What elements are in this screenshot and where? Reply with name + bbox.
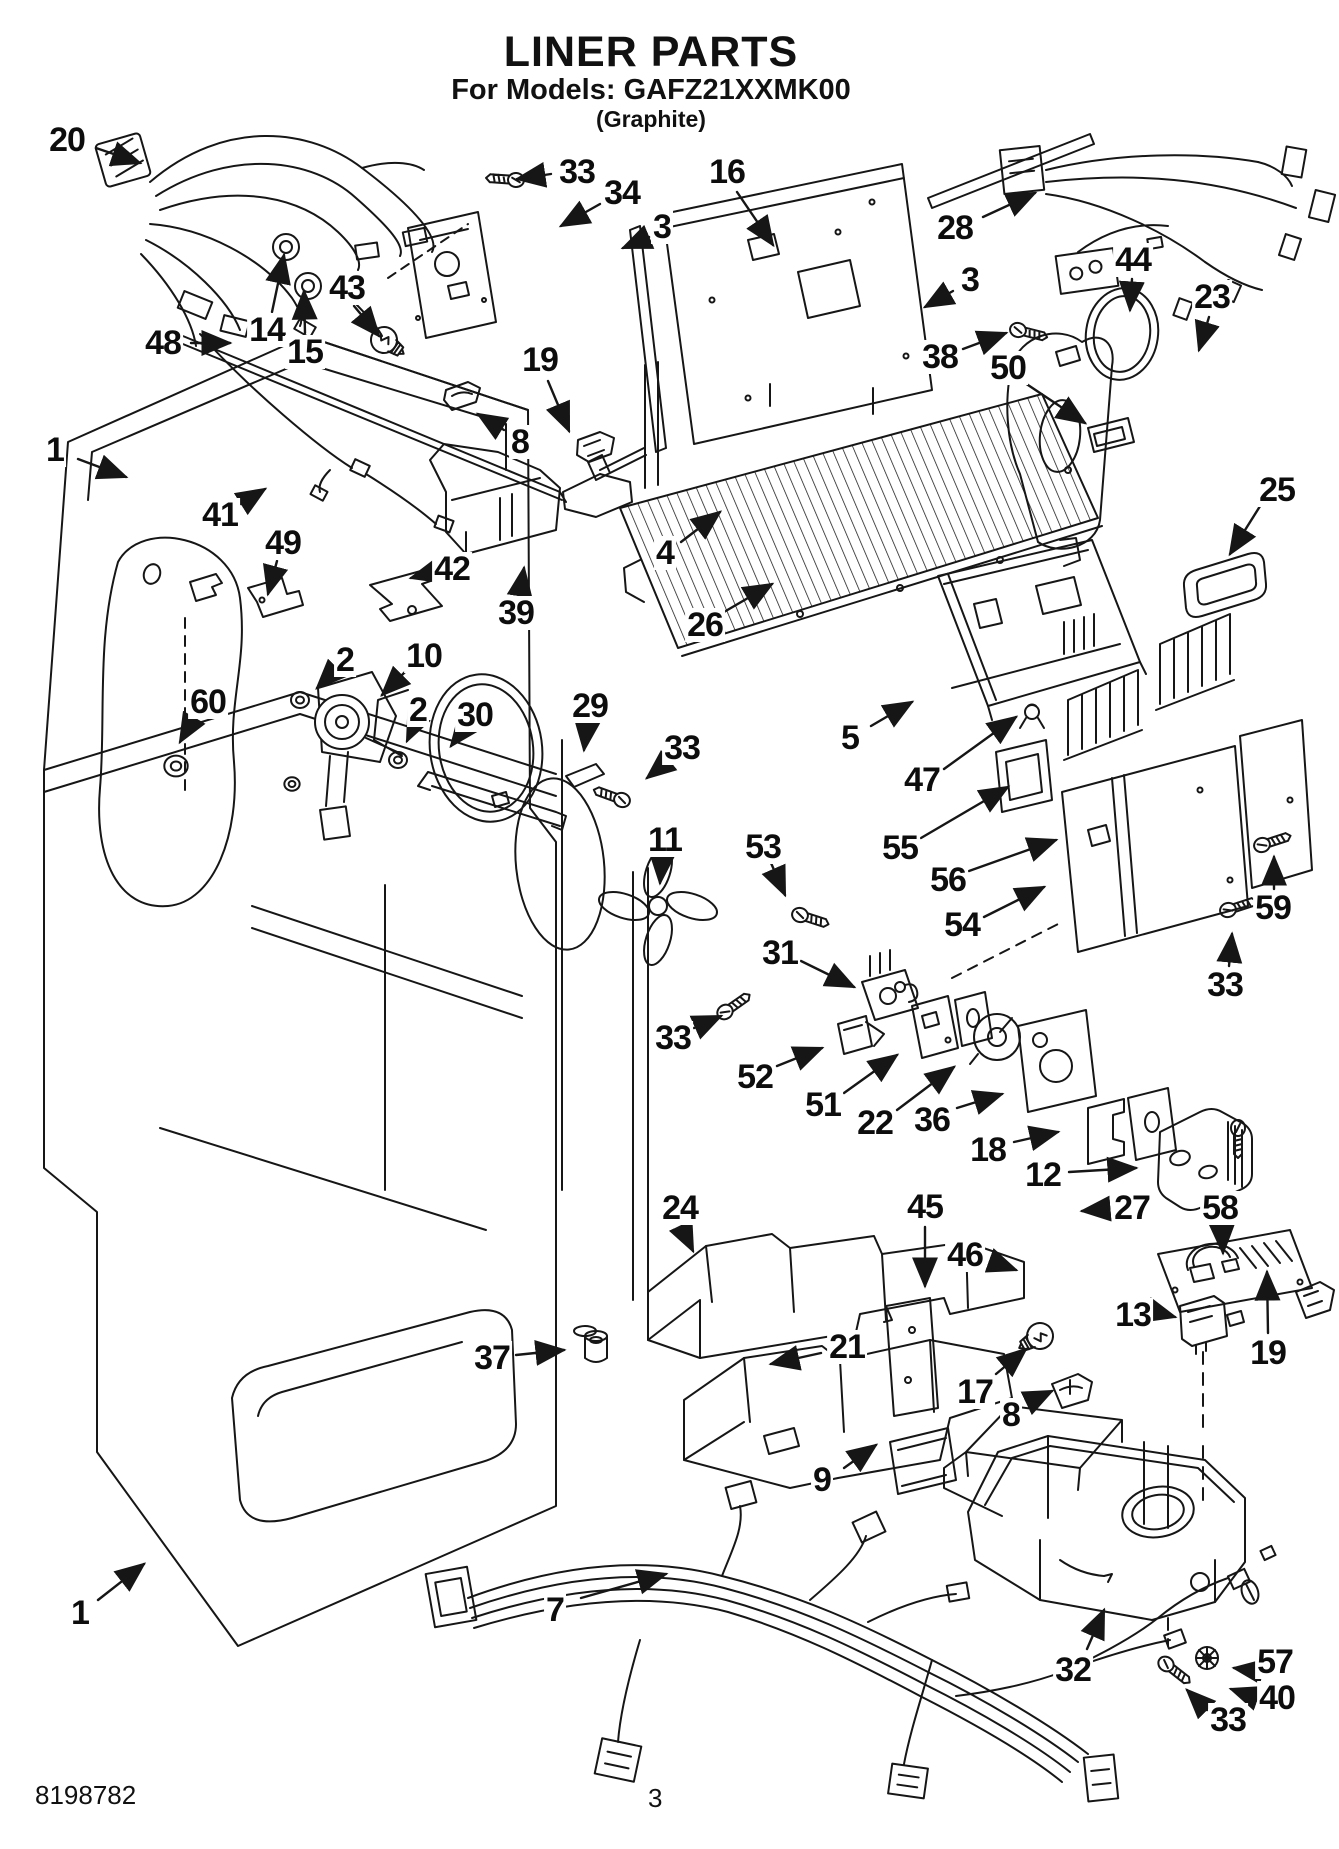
- leader-arrow-40: [1228, 1686, 1263, 1711]
- leader-arrow-42: [408, 558, 442, 584]
- leader-arrow-15: [291, 288, 318, 333]
- leader-arrow-58: [1208, 1223, 1235, 1256]
- top-right-harness-28: [1000, 146, 1335, 617]
- lamp-and-clips: [364, 169, 614, 462]
- leader-arrow-41: [233, 487, 268, 516]
- leader-arrow-7: [581, 1569, 669, 1598]
- leader-arrow-51: [844, 1053, 900, 1093]
- leader-arrow-26: [724, 582, 775, 612]
- foam-ducts: [574, 1234, 1024, 1494]
- leader-arrow-14: [265, 252, 291, 312]
- leader-arrow-12: [1069, 1156, 1139, 1183]
- leader-arrow-33: [514, 161, 551, 188]
- leader-arrow-60: [178, 710, 206, 745]
- leader-arrow-21: [768, 1345, 821, 1371]
- leader-arrow-27: [1079, 1195, 1112, 1222]
- leader-arrow-56: [969, 837, 1059, 871]
- doc-number: 8198782: [35, 1780, 137, 1810]
- leader-arrow-5: [871, 700, 915, 728]
- leader-arrow-52: [777, 1046, 825, 1071]
- leader-arrow-11: [649, 853, 676, 886]
- leader-arrow-38: [963, 330, 1009, 356]
- thermostat-damper-group: [713, 904, 1252, 1210]
- page-title: LINER PARTS: [503, 28, 799, 76]
- shelf-rail-assembly: [164, 330, 566, 621]
- leader-arrow-44: [1118, 279, 1145, 313]
- leader-arrow-53: [761, 863, 785, 898]
- leader-arrow-33: [1216, 931, 1243, 966]
- leader-arrow-8: [1020, 1391, 1055, 1416]
- leader-arrow-34: [558, 200, 600, 228]
- leader-arrow-2: [315, 658, 347, 690]
- evaporator-fan-assembly: [283, 667, 720, 969]
- models-line: For Models: GAFZ21XXMK00: [451, 74, 851, 107]
- leader-arrow-22: [897, 1065, 957, 1110]
- leader-arrow-3: [620, 224, 655, 248]
- leader-arrow-8: [475, 412, 510, 441]
- leader-arrow-23: [1194, 317, 1220, 353]
- leader-arrow-47: [944, 715, 1019, 769]
- leader-arrow-24: [668, 1219, 693, 1254]
- leader-arrow-3: [922, 281, 957, 309]
- leader-arrow-43: [350, 306, 381, 338]
- leader-arrow-19: [545, 381, 569, 434]
- page-number: 3: [648, 1783, 663, 1813]
- leader-arrow-1: [78, 454, 129, 480]
- leader-arrow-31: [801, 961, 857, 987]
- leader-arrow-13: [1144, 1297, 1178, 1323]
- leader-arrow-50: [1022, 381, 1088, 425]
- leader-arrow-49: [262, 561, 289, 597]
- air-duct-panel-5: [938, 540, 1146, 720]
- leader-arrow-19: [1254, 1269, 1281, 1333]
- leader-arrow-29: [574, 720, 601, 753]
- leader-arrow-37: [516, 1340, 567, 1366]
- liner-cabinet: [44, 336, 658, 1646]
- evaporator-grille: [620, 394, 1102, 656]
- leader-arrow-32: [1080, 1607, 1104, 1649]
- leader-arrow-33: [644, 749, 678, 780]
- leader-arrow-17: [996, 1347, 1028, 1378]
- defrost-heater-zone: [996, 614, 1312, 952]
- leader-arrow-39: [506, 565, 533, 599]
- leader-arrow-25: [1228, 503, 1262, 557]
- ice-container-32: [944, 1406, 1261, 1689]
- control-board-group: [1011, 1119, 1334, 1646]
- defrost-board-34: [388, 212, 496, 338]
- finish-line: (Graphite): [596, 106, 706, 133]
- leader-arrow-4: [681, 510, 723, 542]
- leader-arrow-28: [983, 193, 1038, 217]
- leader-arrow-18: [1014, 1125, 1061, 1152]
- evaporator-cover-panels: [588, 134, 1094, 480]
- leader-arrow-20: [96, 141, 143, 167]
- leader-arrow-36: [957, 1090, 1005, 1115]
- leader-arrow-46: [984, 1248, 1019, 1273]
- leader-arrow-57: [1231, 1658, 1265, 1685]
- leader-arrow-1: [98, 1562, 147, 1600]
- leader-arrow-33: [689, 1016, 724, 1040]
- top-harness: [95, 133, 434, 346]
- title-block: LINER PARTS For Models: GAFZ21XXMK00 (Gr…: [451, 28, 851, 133]
- leader-arrow-54: [984, 887, 1047, 917]
- leader-arrow-33: [1185, 1688, 1217, 1720]
- leader-arrow-55: [921, 785, 1011, 838]
- leader-arrow-16: [737, 192, 775, 248]
- leader-arrow-9: [844, 1443, 879, 1473]
